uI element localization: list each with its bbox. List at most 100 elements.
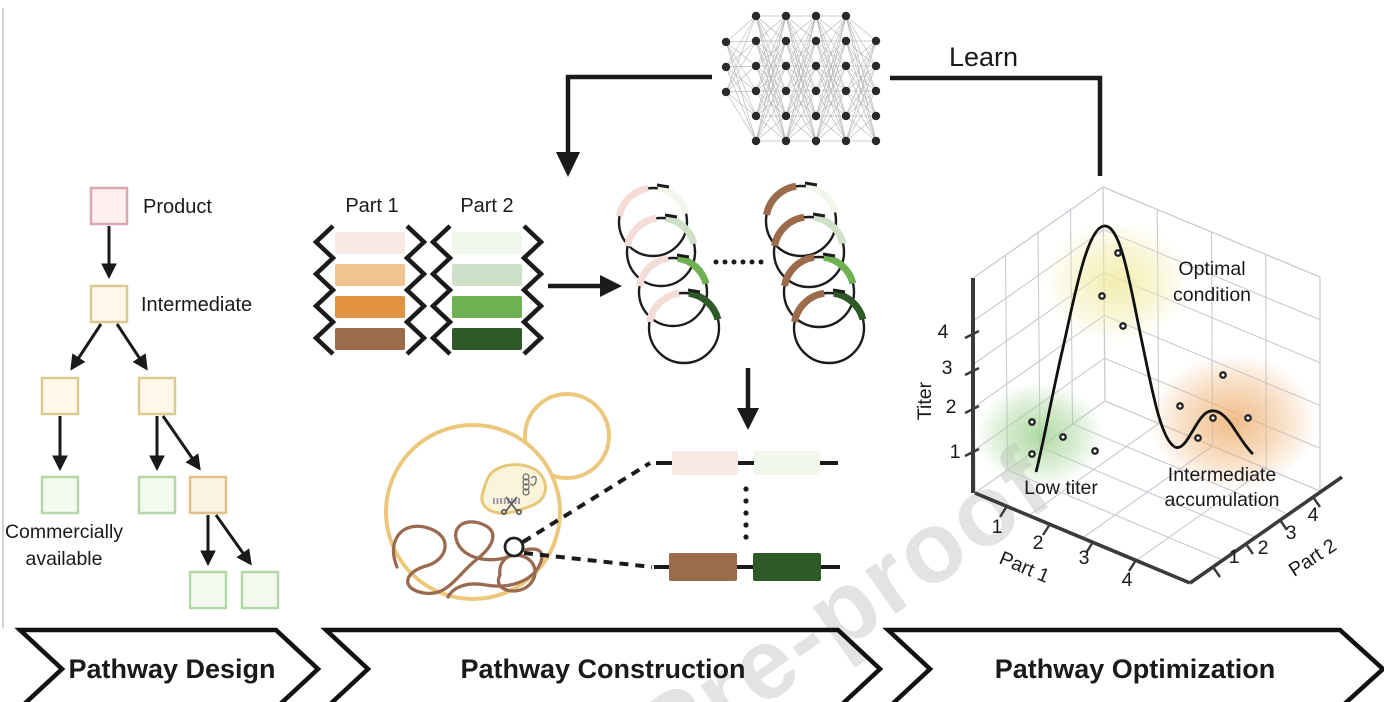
tree-node-intermediate <box>89 284 129 324</box>
nn-node <box>811 86 821 96</box>
plasmid-insert-tick <box>687 288 701 294</box>
titer-tick <box>964 447 980 458</box>
plasmid-part1-arc <box>636 254 669 287</box>
part1-label: Part 1 <box>345 195 398 217</box>
nn-node <box>841 136 851 146</box>
nn-node <box>721 62 731 72</box>
tree-arrows <box>52 226 252 567</box>
stage-banner-row <box>14 627 1384 702</box>
plasmid-circle <box>637 256 709 328</box>
plasmid-part2-arc <box>677 254 710 285</box>
plasmid-part2-arc <box>823 253 857 285</box>
plasmid-insert-tick <box>812 212 826 218</box>
assembly-zigzag-brackets <box>312 224 545 356</box>
learn-loop-left-arrowhead <box>556 152 580 177</box>
data-point <box>1219 371 1227 379</box>
combination-ellipsis-dots <box>713 259 764 265</box>
plasmid-part2-arc <box>805 182 839 214</box>
nn-node <box>811 61 821 71</box>
nn-node <box>781 136 791 146</box>
tree-node <box>188 475 228 515</box>
yeast-cell <box>384 392 653 601</box>
plasmid-circle <box>647 291 721 365</box>
nn-edge <box>755 15 787 117</box>
plasmid-insert-tick <box>822 252 836 258</box>
part2-tick <box>1312 496 1321 508</box>
plasmid-insert-tick <box>804 181 818 187</box>
part2-variant-4 <box>452 328 522 350</box>
nn-node <box>781 36 791 46</box>
data-point <box>1209 414 1217 422</box>
data-point <box>1098 292 1106 300</box>
nn-node <box>871 111 881 121</box>
nn-node <box>871 86 881 96</box>
nn-node <box>721 37 731 47</box>
stage-banner-optimization <box>882 627 1384 702</box>
nn-edge <box>785 15 817 117</box>
nn-edge <box>725 15 757 68</box>
nn-edge <box>845 15 877 42</box>
nn-node <box>751 111 761 121</box>
nn-edge <box>815 15 847 42</box>
annotation-optimal: Optimal <box>1178 258 1245 280</box>
learn-loop-right-line <box>890 75 1103 176</box>
nn-node <box>811 11 821 21</box>
data-point <box>1091 447 1099 455</box>
region-glow <box>1045 222 1189 342</box>
nn-edge <box>785 115 817 142</box>
data-point <box>1176 402 1184 410</box>
nn-node <box>751 86 761 96</box>
part2-axis <box>1188 475 1344 585</box>
nn-node <box>811 136 821 146</box>
response-curve <box>1034 224 1254 473</box>
nn-node <box>721 87 731 97</box>
nn-edge <box>785 65 817 142</box>
annotation-optimal: condition <box>1173 284 1251 306</box>
tree-node-commercial <box>137 475 177 515</box>
nn-edge <box>725 65 757 93</box>
plasmid-part2-arc <box>688 289 722 321</box>
plasmid-part2-arc <box>813 213 847 245</box>
annotation-intermediate: accumulation <box>1165 489 1280 511</box>
crispr-editing-icon <box>493 473 537 515</box>
data-point <box>1244 414 1252 422</box>
part1-variant-2 <box>335 264 405 286</box>
nn-edge <box>755 15 787 92</box>
plasmid-circle <box>617 186 689 258</box>
plasmid-circle <box>625 216 697 288</box>
part2-tick <box>1279 519 1288 531</box>
nn-edge <box>845 40 877 142</box>
plasmid-part1-arc <box>763 182 797 216</box>
nn-node <box>781 111 791 121</box>
tree-node-commercial <box>188 570 228 610</box>
annotation-intermediate: Intermediate <box>1168 464 1276 486</box>
part1-tick <box>998 505 1009 518</box>
nn-edge <box>785 15 817 142</box>
plasmid-insert-tick <box>676 253 690 259</box>
nn-edge <box>815 115 847 142</box>
nn-edge <box>845 65 877 142</box>
nn-edge <box>815 15 847 67</box>
plasmid-part2-arc <box>665 214 698 245</box>
yeast-bud <box>523 392 611 480</box>
nn-node <box>841 11 851 21</box>
nn-edge <box>785 40 817 142</box>
nn-node <box>781 61 791 71</box>
nn-edge <box>755 65 787 142</box>
tree-node-commercial <box>240 570 280 610</box>
nn-node <box>841 61 851 71</box>
plasmid-part2-arc <box>657 184 690 215</box>
scissors-icon <box>500 496 522 515</box>
pathway-construction-label: Pathway Construction <box>460 654 745 684</box>
chromosomal-dna-loop <box>496 553 537 593</box>
nn-edge <box>725 91 757 142</box>
stage-banner-design <box>14 627 322 702</box>
nn-edge <box>755 40 787 142</box>
part1-tick-label: 4 <box>1122 569 1133 591</box>
plasmid-part1-arc <box>791 289 825 323</box>
data-point <box>1194 434 1202 442</box>
nn-node <box>811 111 821 121</box>
nn-edge <box>845 40 877 67</box>
plasmid-circle <box>792 291 866 365</box>
